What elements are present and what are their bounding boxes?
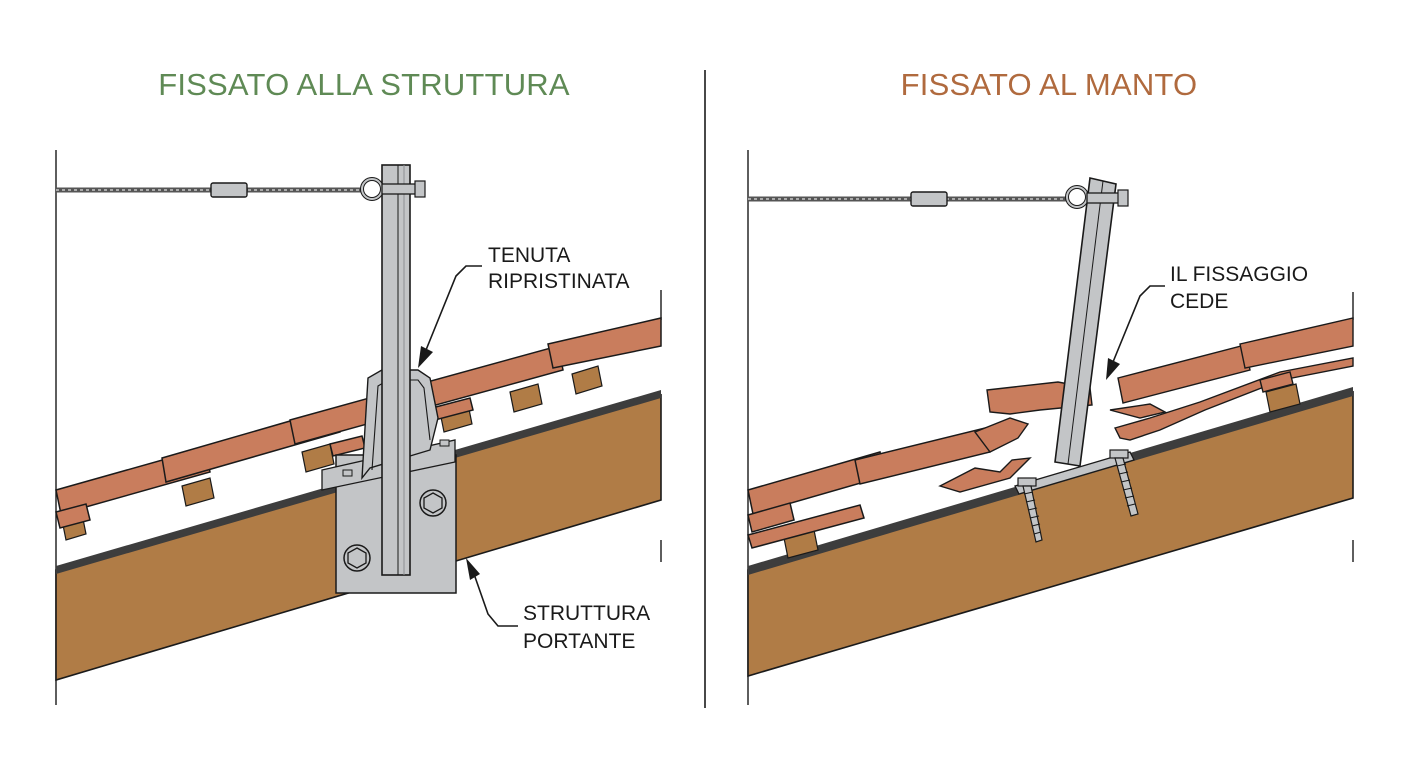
arrow-head-icon <box>418 346 433 368</box>
callout-failure-line2: CEDE <box>1170 290 1228 313</box>
callout-failure-leader <box>1112 285 1165 363</box>
callout-structure-line1: STRUTTURA <box>523 602 650 625</box>
anchor-plate <box>1014 451 1135 495</box>
callout-structure-leader <box>473 573 518 627</box>
structural-rafter <box>747 390 1354 678</box>
left-panel-title: FISSATO ALLA STRUTTURA <box>158 67 570 102</box>
lag-screw-icon <box>1109 449 1139 517</box>
left-panel: TENUTA RIPRISTINATA STRUTTURA PORTANTE <box>55 150 662 705</box>
callout-seal-line2: RIPRISTINATA <box>488 270 630 293</box>
steel-post <box>1054 177 1117 467</box>
right-panel: IL FISSAGGIO CEDE <box>747 150 1354 705</box>
turnbuckle-icon <box>210 182 248 198</box>
callout-failure-line1: IL FISSAGGIO <box>1170 263 1308 286</box>
arrow-head-icon <box>466 558 480 580</box>
eye-hook-icon <box>1065 185 1129 209</box>
hex-bolt-icon <box>343 544 371 572</box>
hex-bolt-icon <box>419 489 447 517</box>
callout-seal-leader <box>425 265 482 351</box>
turnbuckle-icon <box>910 191 948 207</box>
roof-tiles <box>747 427 991 549</box>
steel-post <box>381 164 411 576</box>
battens <box>61 365 603 541</box>
callout-seal-line1: TENUTA <box>488 244 570 267</box>
eye-hook-icon <box>360 177 426 201</box>
arrow-head-icon <box>1106 358 1120 380</box>
right-panel-title: FISSATO AL MANTO <box>901 67 1198 102</box>
callout-structure-line2: PORTANTE <box>523 630 635 653</box>
lag-screw-icon <box>1017 477 1043 543</box>
